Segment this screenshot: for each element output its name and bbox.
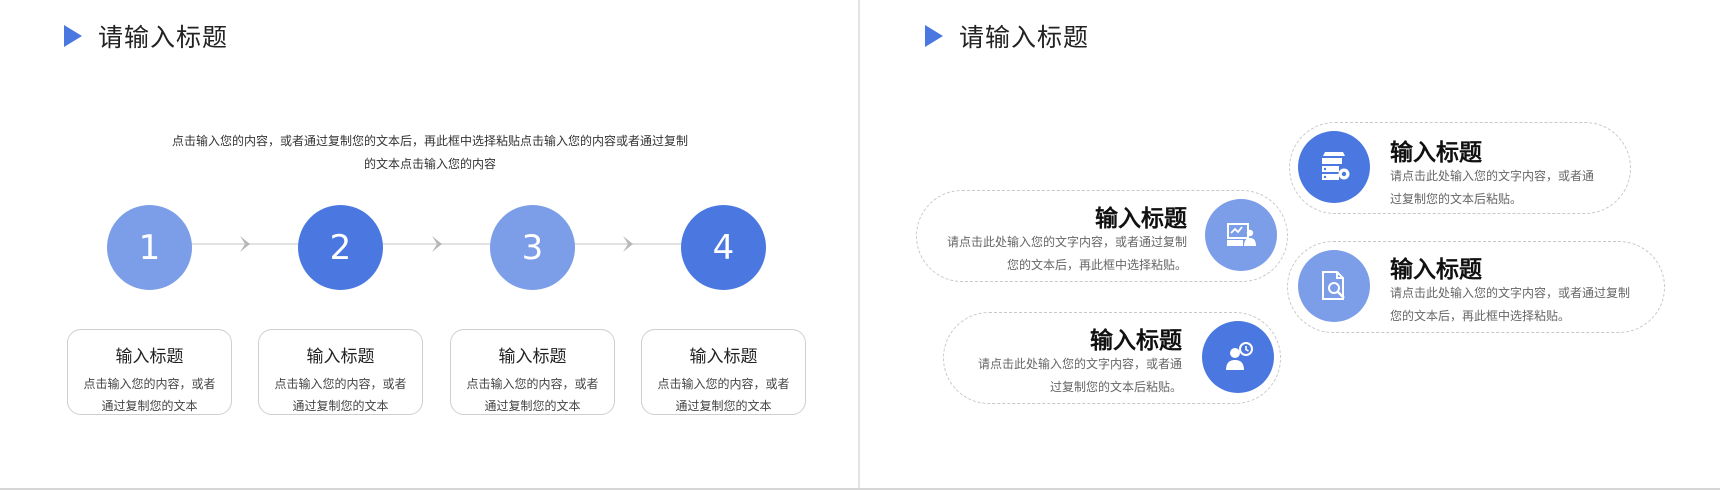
document-search-icon xyxy=(1322,271,1345,300)
step-card-line: 通过复制您的文本 xyxy=(484,399,581,413)
info-title: 输入标题 xyxy=(1390,140,1482,166)
step-circle-3[interactable]: 3 xyxy=(490,205,575,290)
slide-title: 请输入标题 xyxy=(64,18,228,54)
person-clock-icon xyxy=(1226,342,1253,370)
step-card-desc: 点击输入您的内容，或者 通过复制您的文本 xyxy=(68,373,231,417)
step-card-line: 点击输入您的内容，或者 xyxy=(274,377,407,391)
step-card-line: 通过复制您的文本 xyxy=(675,399,772,413)
info-pill-2[interactable]: 输入标题 请点击此处输入您的文字内容，或者通过复制 您的文本后，再此框中选择粘贴… xyxy=(916,190,1288,282)
slide-title-text[interactable]: 请输入标题 xyxy=(98,23,229,52)
play-triangle-icon xyxy=(64,25,82,47)
step-card-line: 点击输入您的内容，或者 xyxy=(657,377,790,391)
info-icon-circle xyxy=(1298,131,1370,203)
slide-title-text[interactable]: 请输入标题 xyxy=(959,23,1090,52)
step-card-line: 通过复制您的文本 xyxy=(292,399,389,413)
info-icon-circle xyxy=(1298,250,1370,322)
step-card-line: 点击输入您的内容，或者 xyxy=(83,377,216,391)
info-desc-line: 请点击此处输入您的文字内容，或者通过复制 xyxy=(1390,286,1631,300)
info-desc-line: 您的文本后，再此框中选择粘贴。 xyxy=(1006,258,1187,272)
intro-text[interactable]: 点击输入您的内容，或者通过复制您的文本后，再此框中选择粘贴点击输入您的内容或者通… xyxy=(130,130,730,176)
info-pill-1[interactable]: 输入标题 请点击此处输入您的文字内容，或者通 过复制您的文本后粘贴。 xyxy=(1289,122,1631,214)
step-card-desc: 点击输入您的内容，或者 通过复制您的文本 xyxy=(451,373,614,417)
presentation-person-icon xyxy=(1227,223,1256,246)
chevron-right-icon xyxy=(240,236,250,252)
play-triangle-icon xyxy=(925,25,943,47)
info-desc-line: 过复制您的文本后粘贴。 xyxy=(1390,192,1523,206)
step-card-3[interactable]: 输入标题 点击输入您的内容，或者 通过复制您的文本 xyxy=(450,329,615,415)
bottom-border xyxy=(0,488,1720,490)
info-icon-circle xyxy=(1205,199,1277,271)
info-desc-line: 您的文本后，再此框中选择粘贴。 xyxy=(1390,309,1571,323)
slide-title: 请输入标题 xyxy=(925,18,1089,54)
info-desc-line: 请点击此处输入您的文字内容，或者通 xyxy=(977,357,1182,371)
step-card-line: 通过复制您的文本 xyxy=(101,399,198,413)
info-title: 输入标题 xyxy=(1095,206,1187,232)
step-card-2[interactable]: 输入标题 点击输入您的内容，或者 通过复制您的文本 xyxy=(258,329,423,415)
step-card-4[interactable]: 输入标题 点击输入您的内容，或者 通过复制您的文本 xyxy=(641,329,806,415)
info-pill-4[interactable]: 输入标题 请点击此处输入您的文字内容，或者通 过复制您的文本后粘贴。 xyxy=(943,312,1281,404)
step-card-desc: 点击输入您的内容，或者 通过复制您的文本 xyxy=(259,373,422,417)
step-card-line: 点击输入您的内容，或者 xyxy=(466,377,599,391)
chevron-right-icon xyxy=(432,236,442,252)
step-card-title: 输入标题 xyxy=(115,347,184,367)
info-desc-line: 过复制您的文本后粘贴。 xyxy=(1049,380,1182,394)
right-slide: 请输入标题 输入标题 请点击此处输入您的文字内容，或者通 过复制您的文本后粘贴。… xyxy=(861,0,1720,490)
info-pill-3[interactable]: 输入标题 请点击此处输入您的文字内容，或者通过复制 您的文本后，再此框中选择粘贴… xyxy=(1287,241,1665,333)
server-gear-icon xyxy=(1322,152,1350,180)
info-desc-line: 请点击此处输入您的文字内容，或者通过复制 xyxy=(946,235,1187,249)
info-title: 输入标题 xyxy=(1390,257,1482,283)
info-desc: 请点击此处输入您的文字内容，或者通 过复制您的文本后粘贴。 xyxy=(952,353,1182,399)
left-slide: 请输入标题 点击输入您的内容，或者通过复制您的文本后，再此框中选择粘贴点击输入您… xyxy=(0,0,858,490)
step-card-desc: 点击输入您的内容，或者 通过复制您的文本 xyxy=(642,373,805,417)
info-desc: 请点击此处输入您的文字内容，或者通过复制 您的文本后，再此框中选择粘贴。 xyxy=(1390,282,1656,328)
step-card-title: 输入标题 xyxy=(306,347,375,367)
step-circle-2[interactable]: 2 xyxy=(298,205,383,290)
intro-line: 点击输入您的内容，或者通过复制您的文本后，再此框中选择粘贴点击输入您的内容或者通… xyxy=(171,134,688,148)
step-circle-4[interactable]: 4 xyxy=(681,205,766,290)
slide-divider xyxy=(858,0,860,490)
step-circle-1[interactable]: 1 xyxy=(107,205,192,290)
intro-line: 的文本点击输入您的内容 xyxy=(363,157,496,171)
info-desc: 请点击此处输入您的文字内容，或者通 过复制您的文本后粘贴。 xyxy=(1390,165,1620,211)
chevron-right-icon xyxy=(623,236,633,252)
step-card-title: 输入标题 xyxy=(498,347,567,367)
info-desc: 请点击此处输入您的文字内容，或者通过复制 您的文本后，再此框中选择粘贴。 xyxy=(927,231,1187,277)
step-card-title: 输入标题 xyxy=(689,347,758,367)
step-card-1[interactable]: 输入标题 点击输入您的内容，或者 通过复制您的文本 xyxy=(67,329,232,415)
info-desc-line: 请点击此处输入您的文字内容，或者通 xyxy=(1390,169,1595,183)
info-icon-circle xyxy=(1202,321,1274,393)
info-title: 输入标题 xyxy=(1090,328,1182,354)
